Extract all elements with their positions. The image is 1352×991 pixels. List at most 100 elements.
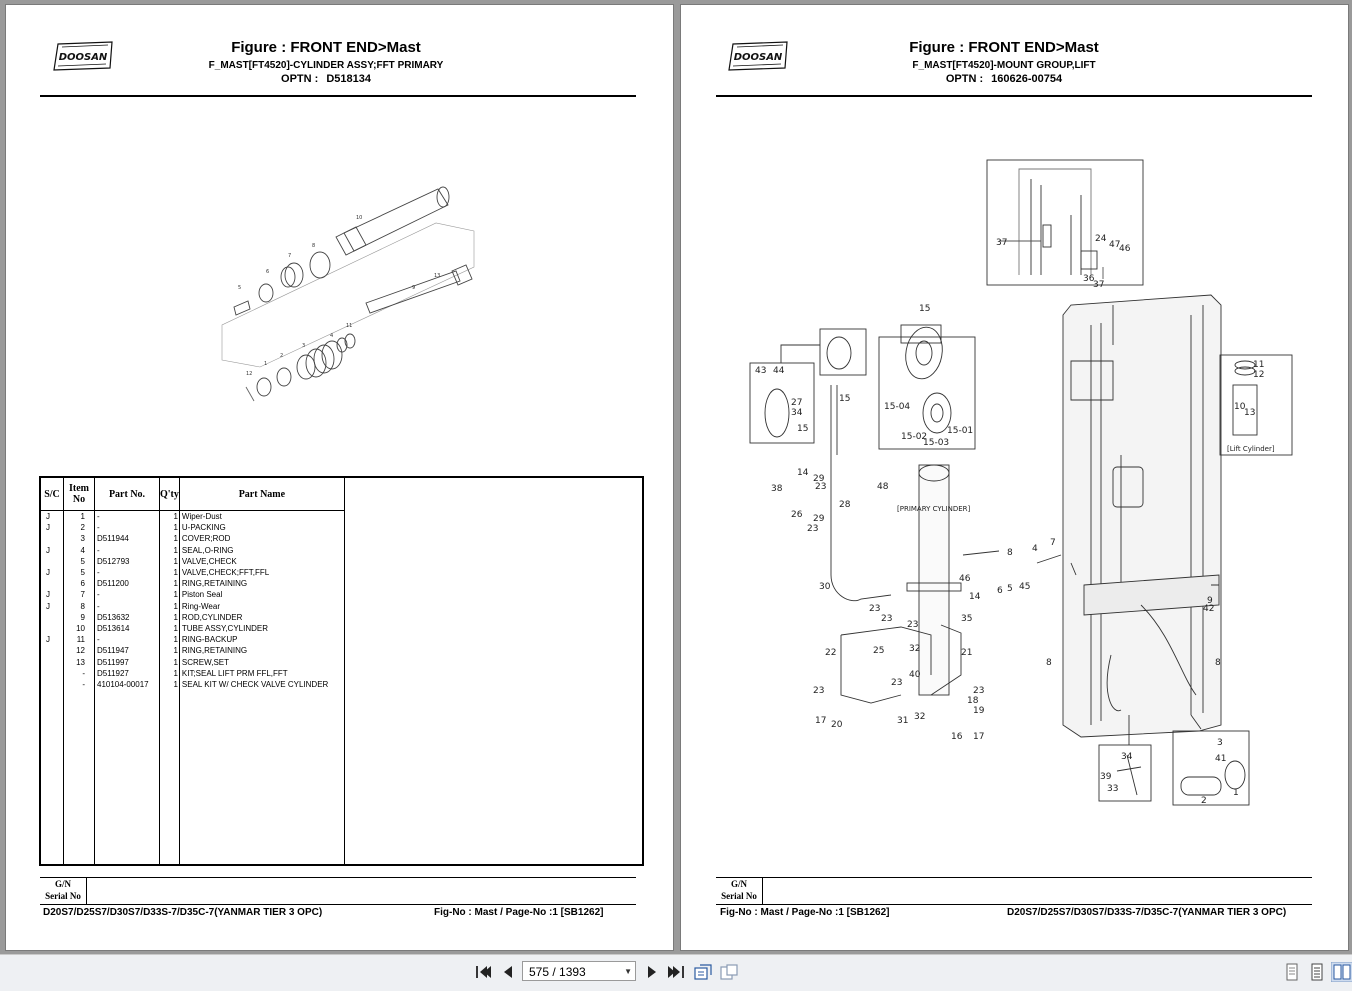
primary-cylinder-label: [PRIMARY CYLINDER] (897, 505, 971, 513)
svg-text:31: 31 (897, 716, 908, 726)
svg-text:3: 3 (1217, 738, 1223, 748)
svg-text:15-01: 15-01 (947, 426, 973, 436)
cell-sc: J (39, 634, 64, 646)
svg-text:12: 12 (246, 371, 252, 377)
last-page-icon[interactable] (665, 962, 687, 982)
svg-text:8: 8 (312, 243, 315, 249)
cell-item-no: 9 (63, 611, 95, 624)
svg-text:40: 40 (909, 670, 921, 680)
svg-text:11: 11 (346, 323, 352, 329)
footer-fig-no: Fig-No : Mast / Page-No :1 [SB1262] (434, 907, 604, 918)
svg-text:41: 41 (1215, 754, 1226, 764)
filler-cell (63, 690, 95, 866)
filler-cell (343, 690, 644, 866)
cell-item-no: 12 (63, 645, 95, 657)
svg-text:23: 23 (869, 604, 880, 614)
cell-part-name: RING,RETAINING (178, 645, 345, 657)
cell-qty: 1 (159, 589, 180, 601)
svg-text:21: 21 (961, 648, 972, 658)
svg-text:23: 23 (815, 482, 826, 492)
cell-sc: J (39, 589, 64, 601)
footer-model: D20S7/D25S7/D30S7/D33S-7/D35C-7(YANMAR T… (1007, 907, 1287, 918)
cell-blank (343, 510, 644, 523)
next-page-icon[interactable] (641, 962, 663, 982)
svg-text:8: 8 (1007, 548, 1013, 558)
cell-blank (343, 645, 644, 657)
svg-text:10: 10 (1234, 402, 1246, 412)
svg-text:47: 47 (1109, 240, 1120, 250)
footer-fig-no: Fig-No : Mast / Page-No :1 [SB1262] (720, 907, 890, 918)
rotate-page-icon[interactable] (692, 962, 714, 982)
svg-text:13: 13 (434, 273, 440, 279)
svg-text:39: 39 (1100, 772, 1112, 782)
svg-text:23: 23 (907, 620, 918, 630)
cell-part-name: SEAL,O-RING (178, 544, 345, 556)
cell-qty: 1 (159, 634, 180, 646)
figure-subtitle: F_MAST[FT4520]-CYLINDER ASSY;FFT PRIMARY (208, 60, 444, 71)
table-filler-row (39, 690, 644, 866)
cell-blank (343, 589, 644, 601)
cell-blank (343, 634, 644, 646)
cell-part-name: RING-BACKUP (178, 634, 345, 646)
svg-text:5: 5 (238, 285, 241, 291)
svg-text:4: 4 (1032, 544, 1038, 554)
document-page-left: DOOSAN Figure : FRONT END>Mast F_MAST[FT… (5, 4, 674, 951)
two-page-view-icon[interactable] (1331, 962, 1352, 982)
cell-item-no: 13 (63, 656, 95, 668)
svg-text:15: 15 (797, 424, 808, 434)
svg-text:43: 43 (755, 366, 766, 376)
cell-part-no: - (94, 544, 160, 556)
footer-model: D20S7/D25S7/D30S7/D33S-7/D35C-7(YANMAR T… (43, 907, 323, 918)
col-blank (343, 477, 644, 511)
cell-sc (39, 555, 64, 568)
cell-item-no: - (63, 679, 95, 691)
continuous-view-icon[interactable] (1306, 962, 1328, 982)
cell-part-no: D511997 (94, 656, 160, 668)
optn-value: D518134 (326, 73, 371, 85)
cell-part-name: U-PACKING (178, 522, 345, 534)
inset-bottom-right-box (1172, 730, 1250, 806)
svg-text:42: 42 (1203, 604, 1214, 614)
cell-blank (343, 679, 644, 691)
col-part-no: Part No. (94, 477, 160, 511)
cell-part-name: VALVE,CHECK;FFT,FFL (178, 567, 345, 579)
single-page-view-icon[interactable] (1281, 962, 1303, 982)
svg-text:16: 16 (951, 732, 963, 742)
cell-qty: 1 (159, 510, 180, 523)
svg-text:33: 33 (1107, 784, 1118, 794)
first-page-icon[interactable] (472, 962, 494, 982)
svg-text:15: 15 (919, 304, 930, 314)
cell-qty: 1 (159, 555, 180, 568)
cell-part-no: D511200 (94, 578, 160, 590)
figure-title: Figure : FRONT END>Mast (231, 39, 421, 56)
optn-label: OPTN : (281, 73, 319, 85)
previous-page-icon[interactable] (497, 962, 519, 982)
cell-sc: J (39, 600, 64, 612)
cell-qty: 1 (159, 611, 180, 624)
cell-qty: 1 (159, 567, 180, 579)
cell-blank (343, 611, 644, 624)
doosan-logo: DOOSAN (728, 41, 788, 71)
cell-part-name: Wiper-Dust (178, 510, 345, 523)
cell-item-no: 6 (63, 578, 95, 590)
col-item-line2: No (72, 494, 86, 505)
cell-part-no: - (94, 510, 160, 523)
extract-page-icon[interactable] (718, 962, 740, 982)
page-number-select[interactable]: 575 / 1393 ▼ (522, 961, 636, 981)
svg-text:24: 24 (1095, 234, 1107, 244)
inset-pulley-box (878, 336, 976, 450)
